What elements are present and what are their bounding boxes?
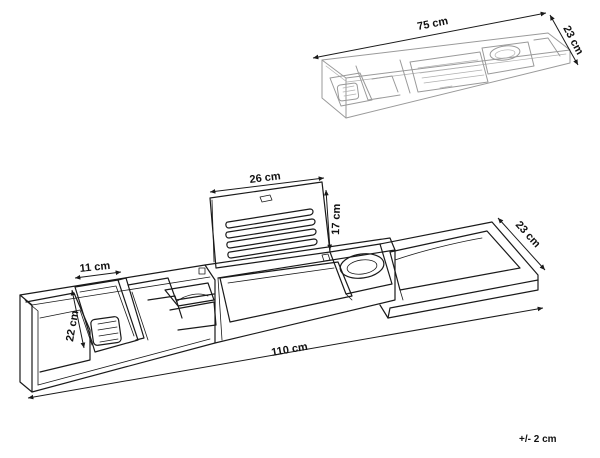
compartment-width-label: 11 cm — [79, 260, 111, 275]
collapsed-tray-illustration — [321, 32, 571, 119]
tray-height-label: 17 cm — [330, 203, 343, 235]
compartment-width-dimension: 11 cm — [74, 260, 122, 280]
compartment-depth-label: 22 cm — [64, 310, 81, 343]
tray-width-label: 26 cm — [249, 170, 282, 186]
compartment-depth-dimension: 22 cm — [64, 289, 86, 349]
tray-width-dimension: 26 cm — [209, 170, 325, 194]
length-label: 110 cm — [270, 341, 308, 359]
extended-tray-illustration — [19, 181, 539, 393]
tolerance-note: +/- 2 cm — [519, 434, 557, 445]
length-dimension: 110 cm — [27, 306, 544, 400]
collapsed-width-label: 75 cm — [416, 15, 449, 33]
tray-height-dimension: 17 cm — [323, 189, 343, 251]
depth-dimension: 23 cm — [497, 217, 546, 271]
depth-label: 23 cm — [513, 219, 543, 250]
collapsed-depth-dimension: 23 cm — [549, 14, 586, 66]
collapsed-width-dimension: 75 cm — [312, 11, 547, 60]
